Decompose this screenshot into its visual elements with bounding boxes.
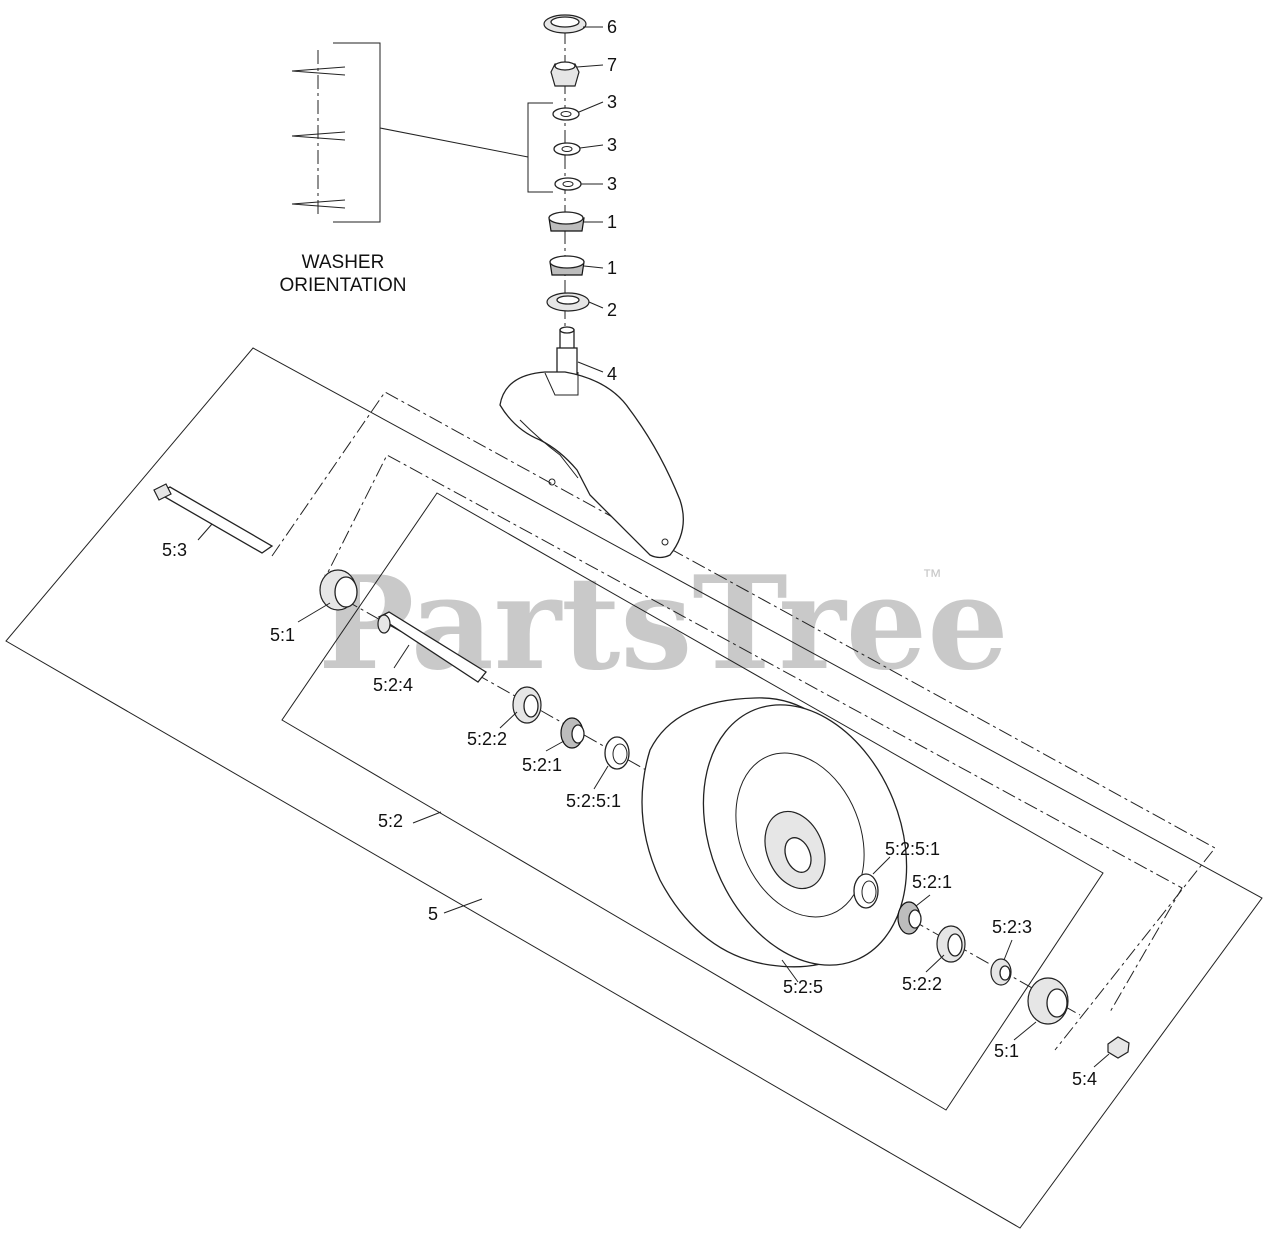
tapered-bearing-part-1b — [549, 255, 585, 276]
callout-3c: 3 — [607, 174, 617, 194]
bearing-cup-part-5-2-2-left — [512, 686, 542, 724]
bearing-cone-part-5-2-1-left — [560, 717, 585, 749]
washer-orientation-title-line2: ORIENTATION — [279, 275, 406, 296]
washer-profile-icon — [291, 66, 346, 209]
callout-5-1-right: 5:1 — [994, 1041, 1019, 1061]
washer-part-3c — [554, 177, 582, 191]
callout-5-2-1-right: 5:2:1 — [912, 872, 952, 892]
washer-group-bracket — [527, 102, 553, 193]
watermark-trademark: ™ — [922, 566, 942, 588]
wheel-tire-part-5-2-5 — [641, 697, 908, 968]
callout-5-2-2-right: 5:2:2 — [902, 974, 942, 994]
callout-5-2-2-left: 5:2:2 — [467, 729, 507, 749]
assembly-5-outline — [5, 347, 1263, 1229]
callout-6: 6 — [607, 17, 617, 37]
callout-1a: 1 — [607, 212, 617, 232]
callout-2: 2 — [607, 300, 617, 320]
watermark: PartsTree — [318, 549, 1009, 699]
bearing-cup-part-5-2-2-right — [936, 925, 966, 963]
callout-5-3: 5:3 — [162, 540, 187, 560]
callout-labels: 6 7 3 3 3 1 1 2 4 5:3 5:1 5:2:4 5:2:2 5:… — [162, 17, 1097, 1089]
leader-lines — [197, 26, 1110, 1068]
nut-part-5-2-3 — [990, 958, 1012, 986]
spacer-tube-part-5-2-4 — [377, 611, 487, 683]
callout-7: 7 — [607, 55, 617, 75]
callout-5-2-1-left: 5:2:1 — [522, 755, 562, 775]
callout-5-2-3: 5:2:3 — [992, 917, 1032, 937]
callout-5: 5 — [428, 904, 438, 924]
callout-4: 4 — [607, 364, 617, 384]
phantom-line-inner — [319, 454, 1183, 1013]
bearing-cup-part-2 — [546, 292, 590, 312]
callout-5-4: 5:4 — [1072, 1069, 1097, 1089]
washer-part-3b — [553, 142, 581, 156]
caster-fork-part — [499, 371, 684, 559]
phantom-line-outer — [271, 391, 1216, 1051]
axle-bolt-part-5-3 — [153, 483, 274, 554]
washer-part-3a — [552, 107, 580, 121]
nut-part-5-4 — [1107, 1036, 1130, 1059]
hex-nut-part-7 — [550, 61, 580, 87]
dust-cap-part-6 — [543, 14, 587, 34]
callout-3b: 3 — [607, 135, 617, 155]
callout-1b: 1 — [607, 258, 617, 278]
callout-5-2-5-1-right: 5:2:5:1 — [885, 839, 940, 859]
callout-5-1-left: 5:1 — [270, 625, 295, 645]
bearing-race-part-5-2-5-1-left — [604, 736, 630, 770]
callout-5-2: 5:2 — [378, 811, 403, 831]
callout-5-2-4: 5:2:4 — [373, 675, 413, 695]
washer-orientation-inset: WASHER ORIENTATION — [279, 42, 529, 296]
bearing-cone-part-5-2-1-right — [897, 901, 922, 935]
spacer-part-5-1-left — [319, 569, 358, 611]
bearing-race-part-5-2-5-1-right — [853, 873, 879, 909]
callout-5-2-5: 5:2:5 — [783, 977, 823, 997]
assembly-5-2-outline — [281, 492, 1104, 1111]
tapered-bearing-part-1a — [548, 211, 585, 232]
washer-orientation-title-line1: WASHER — [302, 252, 385, 273]
spacer-part-5-1-right — [1027, 977, 1069, 1025]
callout-3a: 3 — [607, 92, 617, 112]
callout-5-2-5-1-left: 5:2:5:1 — [566, 791, 621, 811]
